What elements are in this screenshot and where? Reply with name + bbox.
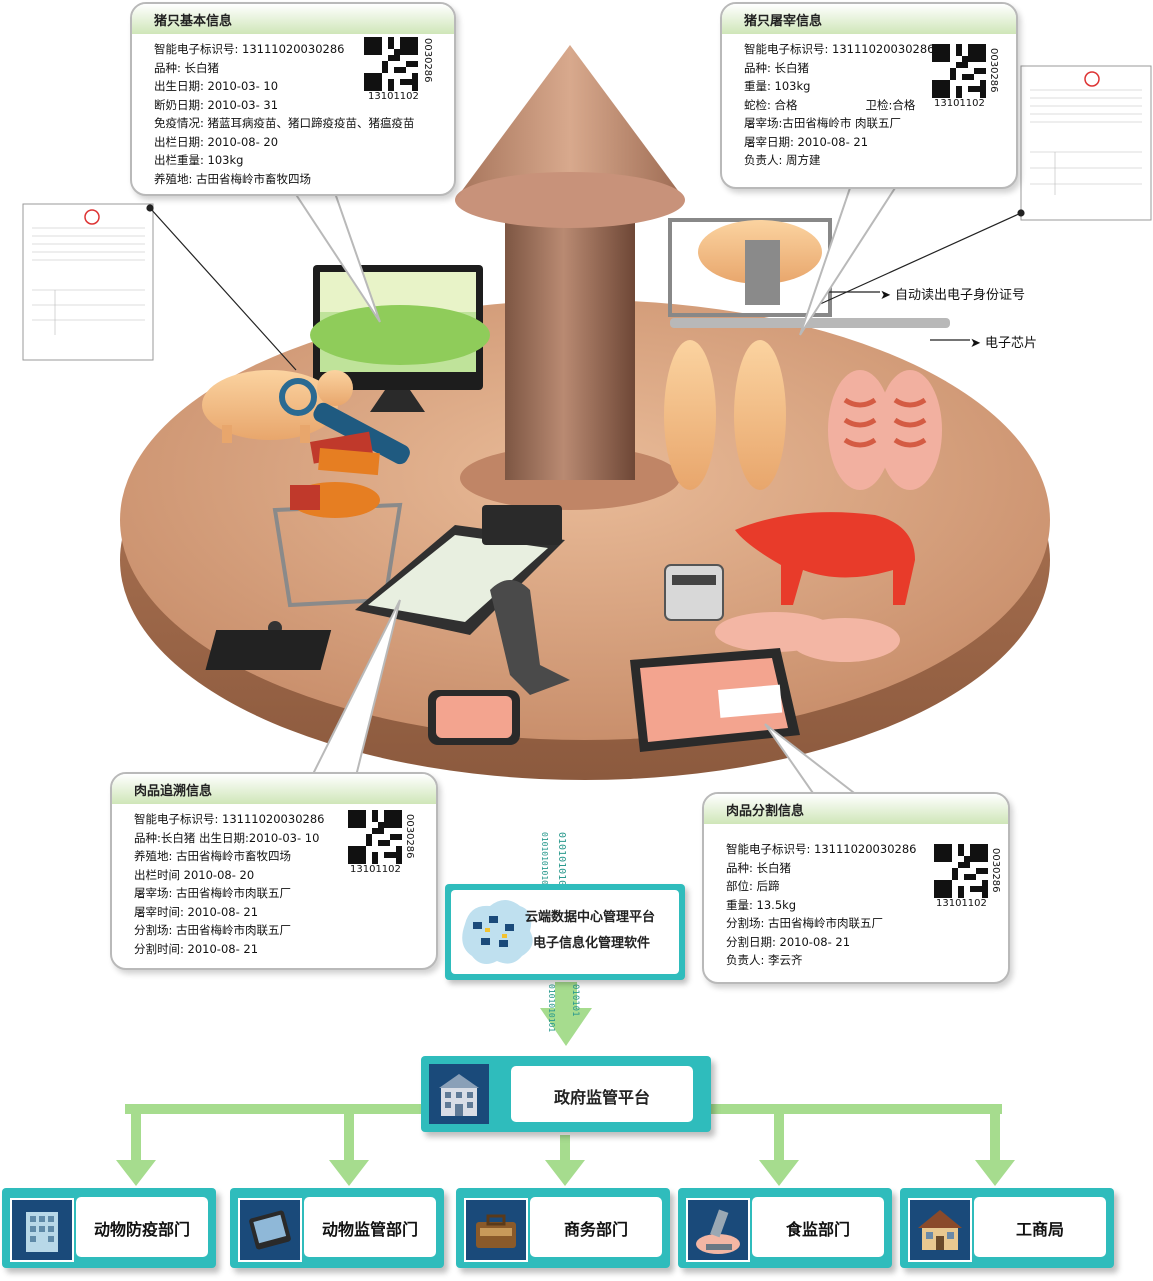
card-line: 部位: 后蹄 <box>726 879 780 893</box>
inspection-result: 卫检:合格 <box>865 97 916 112</box>
gov-platform-box: 政府监管平台 <box>421 1056 711 1132</box>
card-line: 重量: 13.5kg <box>726 897 797 912</box>
tower <box>455 45 685 510</box>
card-line: 出栏时间 2010-08- 20 <box>134 867 255 882</box>
inspection-form-left <box>22 203 154 361</box>
card-line: 分割时间: 2010-08- 21 <box>134 941 259 956</box>
card-line: 品种:长白猪 出生日期:2010-03- 10 <box>134 830 320 845</box>
building-icon <box>10 1198 74 1262</box>
card-line: 智能电子标识号: 13111020030286 <box>134 812 325 826</box>
qr-number: 13101102 <box>936 898 987 909</box>
qr-number-vertical: 0030286 <box>988 48 999 93</box>
monitor <box>310 265 490 412</box>
qr-number-vertical: 0030286 <box>422 38 433 83</box>
dept-label: 商务部门 <box>563 1220 628 1239</box>
card-line: 品种: 长白猪 <box>154 60 220 75</box>
card-line: 分割场: 古田省梅岭市肉联五厂 <box>134 923 292 937</box>
leader-lines <box>146 204 1025 371</box>
card-line: 出栏重量: 103kg <box>154 153 244 167</box>
qr-number: 13101102 <box>934 98 985 109</box>
cloud-platform-box: 云端数据中心管理平台 电子信息化管理软件 <box>445 884 685 980</box>
slaughter-info-card: 猪只屠宰信息 智能电子标识号: 13111020030286 品种: 长白猪 重… <box>720 2 1018 189</box>
card-line: 免疫情况: 猪蓝耳病疫苗、猪口蹄疫疫苗、猪瘟疫苗 <box>154 116 415 130</box>
qr-code-icon <box>364 37 418 91</box>
card-title: 肉品分割信息 <box>726 804 805 819</box>
meat-tray-large <box>630 648 800 752</box>
qr-number: 13101102 <box>350 864 401 875</box>
card-line: 品种: 长白猪 <box>744 60 810 75</box>
meat-slices <box>715 612 900 662</box>
card-line: 断奶日期: 2010-03- 31 <box>154 97 279 112</box>
cloud-platform-title: 云端数据中心管理平台 <box>525 910 656 925</box>
card-line: 负责人: 李云齐 <box>726 953 803 967</box>
ear-tags <box>310 431 380 476</box>
card-line: 养殖地: 古田省梅岭市畜牧四场 <box>134 849 292 863</box>
card-line: 养殖地: 古田省梅岭市畜牧四场 <box>154 171 312 186</box>
slaughter-rack <box>664 218 950 490</box>
card-line: 屠宰场:古田省梅岭市 肉联五厂 <box>744 116 902 130</box>
binary-stream: 010101 <box>570 984 580 1017</box>
tablet-icon <box>238 1198 302 1262</box>
dept-industry-commerce: 工商局 <box>900 1188 1114 1268</box>
gov-platform-label: 政府监管平台 <box>553 1088 650 1107</box>
card-line: 智能电子标识号: 13111020030286 <box>154 42 345 56</box>
qr-code-icon <box>934 844 988 898</box>
inspection-form-right <box>1020 65 1152 221</box>
inspection-result: 蛇检: 合格 <box>744 97 798 112</box>
briefcase-icon <box>464 1198 528 1262</box>
card-lines: 智能电子标识号: 13111020030286 品种:长白猪 出生日期:2010-… <box>134 810 324 958</box>
binary-stream: 0101010101 <box>547 984 556 1033</box>
card-line: 智能电子标识号: 13111020030286 <box>726 842 917 856</box>
dept-animal-supervision: 动物监管部门 <box>230 1188 444 1268</box>
pig-basic-info-card: 猪只基本信息 智能电子标识号: 13111020030286 品种: 长白猪出生日… <box>130 2 456 196</box>
card-line: 出栏日期: 2010-08- 20 <box>154 134 279 149</box>
cloud-map-icon <box>462 900 533 965</box>
card-line: 出生日期: 2010-03- 10 <box>154 79 279 93</box>
card-line: 屠宰时间: 2010-08- 21 <box>134 904 259 919</box>
dept-label: 动物防疫部门 <box>93 1220 190 1239</box>
pig-cut-chart <box>735 512 915 605</box>
card-line: 智能电子标识号: 13111020030286 <box>744 42 935 56</box>
qr-number: 13101102 <box>368 91 419 102</box>
qr-number-vertical: 0030286 <box>990 848 1001 893</box>
card-line: 屠宰场: 古田省梅岭市肉联五厂 <box>134 886 292 900</box>
card-line: 分割场: 古田省梅岭市肉联五厂 <box>726 916 884 930</box>
card-line: 屠宰日期: 2010-08- 21 <box>744 134 869 149</box>
card-line: 负责人: 周方建 <box>744 153 821 167</box>
auto-read-label: ➤ 自动读出电子身份证号 <box>880 288 1026 303</box>
card-lines: 智能电子标识号: 13111020030286 品种: 长白猪出生日期: 2010… <box>154 40 415 188</box>
dept-label: 工商局 <box>1015 1220 1064 1239</box>
microscope-icon <box>686 1198 750 1262</box>
meat-cut-info-card: 肉品分割信息 智能电子标识号: 13111020030286 品种: 长白猪部位:… <box>702 792 1010 984</box>
binary-stream: 0101010101010 <box>540 832 549 895</box>
dept-label: 动物监管部门 <box>321 1220 418 1239</box>
qr-number-vertical: 0030286 <box>404 814 415 859</box>
meat-trace-info-card: 肉品追溯信息 智能电子标识号: 13111020030286 品种:长白猪 出生日… <box>110 772 438 970</box>
card-line: 分割日期: 2010-08- 21 <box>726 934 851 949</box>
cloud-platform-subtitle: 电子信息化管理软件 <box>533 936 651 951</box>
qr-code-icon <box>348 810 402 864</box>
card-title: 肉品追溯信息 <box>134 784 213 799</box>
card-line: 重量: 103kg <box>744 79 811 93</box>
house-icon <box>908 1198 972 1262</box>
dept-food-supervision: 食监部门 <box>678 1188 892 1268</box>
card-title: 猪只基本信息 <box>154 14 233 29</box>
dept-commerce: 商务部门 <box>456 1188 670 1268</box>
building-icon <box>429 1064 489 1124</box>
card-lines: 智能电子标识号: 13111020030286 品种: 长白猪部位: 后蹄重量: … <box>726 840 916 970</box>
qr-code-icon <box>932 44 986 98</box>
label-printer <box>664 564 724 621</box>
card-line: 品种: 长白猪 <box>726 860 792 875</box>
dept-label: 食监部门 <box>785 1220 850 1239</box>
meat-tray-small <box>428 690 520 745</box>
dept-animal-epidemic: 动物防疫部门 <box>2 1188 216 1268</box>
pos-terminal <box>205 505 570 695</box>
card-title: 猪只屠宰信息 <box>744 14 823 29</box>
flow-arrows <box>116 982 1015 1186</box>
binary-stream: 0101010101010 <box>556 832 567 911</box>
chip-label: ➤ 电子芯片 <box>970 336 1038 351</box>
